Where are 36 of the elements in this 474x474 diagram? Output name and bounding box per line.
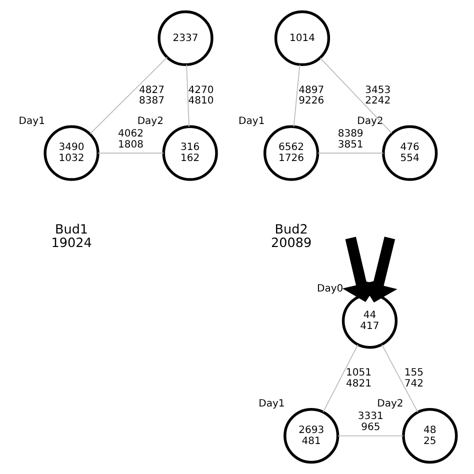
edge-label: 3453 2242 xyxy=(364,84,390,107)
connector xyxy=(292,64,300,128)
node-label: Day2 xyxy=(136,116,163,127)
node-circle: 6562 1726 xyxy=(262,125,319,181)
connector xyxy=(89,56,168,134)
edge-label: 3331 965 xyxy=(357,411,383,434)
node-label: Day1 xyxy=(18,116,44,127)
node-circle: 2693 481 xyxy=(283,408,339,464)
node-circle: 3490 1032 xyxy=(43,125,99,181)
node-label: Day0 xyxy=(316,284,343,295)
node-label: Day1 xyxy=(238,116,264,127)
connector xyxy=(97,152,164,154)
edge-label: 4827 8387 xyxy=(138,84,164,107)
node-circle: 476 554 xyxy=(382,125,438,181)
node-circle: 316 162 xyxy=(162,125,218,181)
edge-label: 155 742 xyxy=(404,367,424,390)
node-circle: 2337 xyxy=(157,10,213,66)
node-label: Day2 xyxy=(376,398,403,410)
edge-label: 4062 1808 xyxy=(118,128,144,150)
connector xyxy=(380,344,418,412)
connector xyxy=(319,58,392,134)
label: Bud2 20089 xyxy=(270,222,312,252)
connector xyxy=(186,64,189,128)
label: Bud1 19024 xyxy=(50,222,92,252)
node-circle: 1014 xyxy=(274,10,330,66)
connector xyxy=(322,344,358,412)
connector xyxy=(316,152,384,154)
edge-label: 1051 4821 xyxy=(346,367,372,390)
node-label: Day2 xyxy=(356,116,383,127)
edge-label: 4270 4810 xyxy=(188,84,214,107)
arrow xyxy=(342,236,397,302)
connector xyxy=(337,435,404,436)
edge-label: 4897 9226 xyxy=(298,84,324,107)
node-label: Day1 xyxy=(258,398,284,410)
node-circle: 48 25 xyxy=(402,408,458,464)
edge-label: 8389 3851 xyxy=(337,128,363,150)
